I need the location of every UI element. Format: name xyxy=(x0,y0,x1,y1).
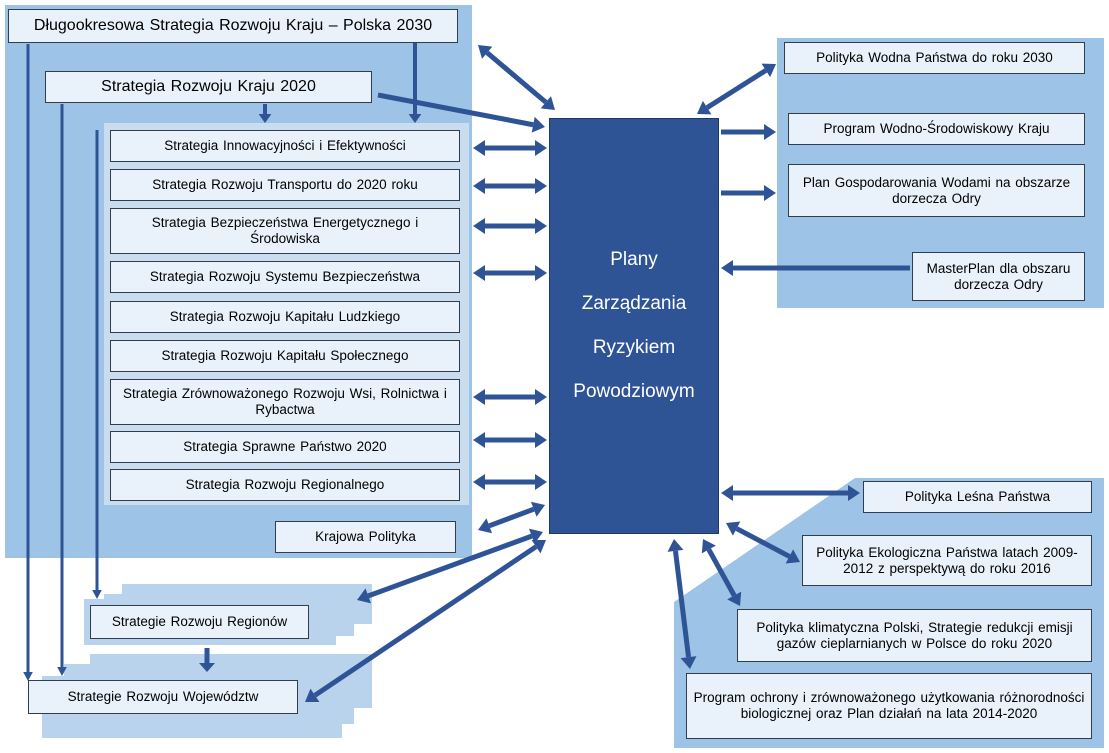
arrow-bioroznorodnosc xyxy=(667,539,697,669)
arrow-down-long-term xyxy=(408,42,422,123)
arrow-polityka-wodna xyxy=(697,63,776,115)
arrow-plan-gospodarowania xyxy=(721,185,776,201)
arrow-masterplan xyxy=(721,260,910,276)
arrow-regionalny xyxy=(473,474,547,490)
regiony-box: Strategie Rozwoju Regionów xyxy=(90,605,309,639)
arrow-krajowa xyxy=(478,501,545,534)
arrow-innowacyjnosc xyxy=(473,140,547,156)
wojewodztwa-box: Strategie Rozwoju Województw xyxy=(28,680,298,714)
arrow-wojewodztwa xyxy=(305,540,546,702)
arrow-down-srk xyxy=(258,104,272,123)
center-line: Plany xyxy=(610,249,658,270)
arrow-wies xyxy=(473,389,547,405)
center-line: Zarządzania xyxy=(581,293,687,314)
arrow-down-left-3 xyxy=(92,130,102,599)
climate-policy-box: Polityka klimatyczna Polski, Strategie r… xyxy=(737,609,1092,662)
arrow-polityka-lesna xyxy=(721,485,860,501)
water-policy-box: Polityka Wodna Państwa do roku 2030 xyxy=(784,42,1085,74)
arrow-energetyka xyxy=(473,218,547,234)
strategy-box: Strategia Innowacyjności i Efektywności xyxy=(110,130,460,162)
strategy-box: Strategia Rozwoju Regionalnego xyxy=(110,469,460,501)
arrow-polityka-ekologiczna xyxy=(726,521,800,564)
arrow-down-left-1 xyxy=(23,44,33,681)
strategy-box: Strategia Zrównoważonego Rozwoju Wsi, Ro… xyxy=(110,379,460,425)
flood-risk-plans-box: Plany Zarządzania Ryzykiem Powodziowym xyxy=(549,118,719,534)
arrow-bezpieczenstwo xyxy=(473,265,547,281)
long-term-strategy-box: Długookresowa Strategia Rozwoju Kraju – … xyxy=(8,9,458,43)
water-management-plan-box: Plan Gospodarowania Wodami na obszarze d… xyxy=(788,164,1085,217)
strategy-box: Strategia Rozwoju Systemu Bezpieczeństwa xyxy=(110,261,460,293)
arrow-long-term xyxy=(478,45,555,110)
forest-policy-box: Polityka Leśna Państwa xyxy=(863,481,1092,513)
arrow-down-left-2 xyxy=(57,104,67,676)
srk-2020-box: Strategia Rozwoju Kraju 2020 xyxy=(45,71,372,103)
arrow-down-regiony xyxy=(199,648,215,672)
water-env-program-box: Program Wodno-Środowiskowy Kraju xyxy=(788,113,1085,145)
center-line: Powodziowym xyxy=(573,381,695,402)
strategy-box: Strategia Rozwoju Kapitału Ludzkiego xyxy=(110,301,460,333)
arrow-srk xyxy=(377,92,545,133)
biodiversity-program-box: Program ochrony i zrównoważonego użytkow… xyxy=(686,673,1092,739)
arrow-panstwo xyxy=(473,432,547,448)
strategy-box: Strategia Rozwoju Transportu do 2020 rok… xyxy=(110,169,460,201)
strategy-box: Strategia Rozwoju Kapitału Społecznego xyxy=(110,340,460,372)
arrow-transport xyxy=(473,178,547,194)
strategy-box: Strategia Sprawne Państwo 2020 xyxy=(110,431,460,463)
arrow-regiony xyxy=(357,528,543,604)
strategy-box: Strategia Bezpieczeństwa Energetycznego … xyxy=(110,208,460,254)
ecological-policy-box: Polityka Ekologiczna Państwa latach 2009… xyxy=(802,535,1092,586)
arrow-polityka-klimatyczna xyxy=(701,539,742,606)
krajowa-polityka-box: Krajowa Polityka xyxy=(275,521,456,553)
arrow-program-wodno xyxy=(721,124,776,140)
masterplan-box: MasterPlan dla obszaru dorzecza Odry xyxy=(912,252,1085,301)
center-line: Ryzykiem xyxy=(592,337,676,358)
